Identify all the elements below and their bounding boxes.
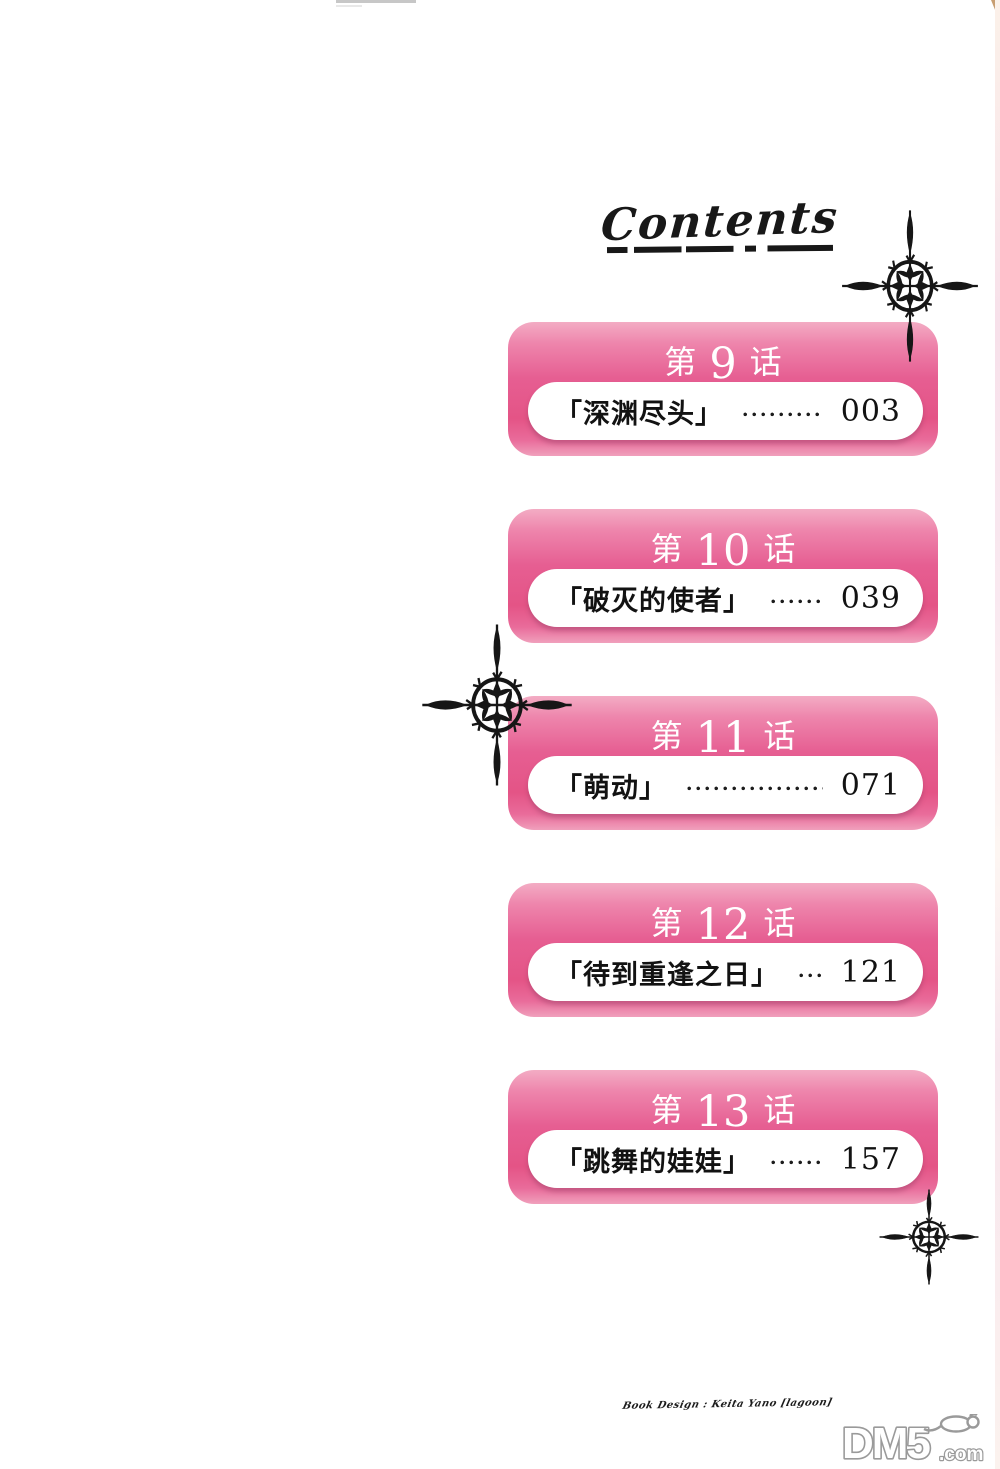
- mouse-doodle-icon: [923, 1414, 980, 1433]
- chapter-title-pill: 「待到重逢之日」 121: [528, 943, 923, 1001]
- dm5-watermark-logo: DM5 .com: [840, 1414, 985, 1466]
- chapter-heading: 第 13 话: [508, 1070, 938, 1134]
- chapter-title-pill: 「萌动」 071: [528, 756, 923, 814]
- page-number: 157: [840, 1141, 901, 1177]
- page-number: 039: [840, 580, 901, 616]
- toc-card-ch11: 第 11 话 「萌动」 071: [508, 696, 938, 830]
- toc-card-ch10: 第 10 话 「破灭的使者」 039: [508, 509, 938, 643]
- chapter-suffix: 话: [763, 718, 796, 754]
- chapter-number: 10: [695, 526, 751, 576]
- contents-heading: Contents: [599, 192, 841, 254]
- compass-ornament-icon: [420, 622, 574, 788]
- chapter-number: 13: [695, 1087, 751, 1137]
- chapter-prefix: 第: [650, 718, 683, 754]
- dotted-leader: [743, 411, 823, 417]
- chapter-number: 12: [695, 900, 751, 950]
- chapter-title-pill: 「跳舞的娃娃」 157: [528, 1130, 923, 1188]
- compass-ornament-icon: [878, 1188, 980, 1286]
- contents-underline: [606, 245, 834, 254]
- dotted-leader: [687, 785, 823, 791]
- dotted-leader: [771, 598, 823, 604]
- scan-artifact-bar-small: [336, 5, 362, 7]
- toc-card-ch13: 第 13 话 「跳舞的娃娃」 157: [508, 1070, 938, 1204]
- chapter-suffix: 话: [749, 344, 782, 380]
- page-number: 071: [840, 767, 901, 803]
- chapter-heading: 第 10 话: [508, 509, 938, 573]
- toc-card-ch9: 第 9 话 「深渊尽头」 003: [508, 322, 938, 456]
- page-number: 003: [840, 393, 901, 429]
- page-edge-shadow: [995, 0, 1000, 1469]
- page-number: 121: [840, 954, 901, 990]
- dotted-leader: [799, 972, 823, 978]
- chapter-heading: 第 12 话: [508, 883, 938, 947]
- chapter-title: 「萌动」: [555, 772, 667, 803]
- compass-ornament-icon: [840, 208, 980, 364]
- chapter-suffix: 话: [763, 1092, 796, 1128]
- chapter-prefix: 第: [664, 344, 697, 380]
- dotted-leader: [771, 1159, 823, 1165]
- chapter-title: 「待到重逢之日」: [555, 959, 779, 990]
- chapter-suffix: 话: [763, 531, 796, 567]
- chapter-title-pill: 「深渊尽头」 003: [528, 382, 923, 440]
- watermark-text: DM5: [842, 1419, 930, 1466]
- chapter-number: 11: [695, 713, 751, 763]
- chapter-title: 「深渊尽头」: [555, 398, 723, 429]
- chapter-heading: 第 9 话: [508, 322, 938, 386]
- book-design-credit: Book Design : Keita Yano [lagoon]: [621, 1397, 834, 1412]
- chapter-title: 「跳舞的娃娃」: [555, 1146, 751, 1177]
- chapter-prefix: 第: [650, 531, 683, 567]
- toc-card-ch12: 第 12 话 「待到重逢之日」 121: [508, 883, 938, 1017]
- chapter-prefix: 第: [650, 1092, 683, 1128]
- contents-title-text: Contents: [599, 191, 841, 252]
- chapter-title: 「破灭的使者」: [555, 585, 751, 616]
- chapter-title-pill: 「破灭的使者」 039: [528, 569, 923, 627]
- chapter-number: 9: [709, 339, 737, 389]
- scan-artifact-bar: [336, 0, 416, 3]
- chapter-prefix: 第: [650, 905, 683, 941]
- chapter-heading: 第 11 话: [508, 696, 938, 760]
- chapter-suffix: 话: [763, 905, 796, 941]
- watermark-suffix: .com: [939, 1444, 983, 1465]
